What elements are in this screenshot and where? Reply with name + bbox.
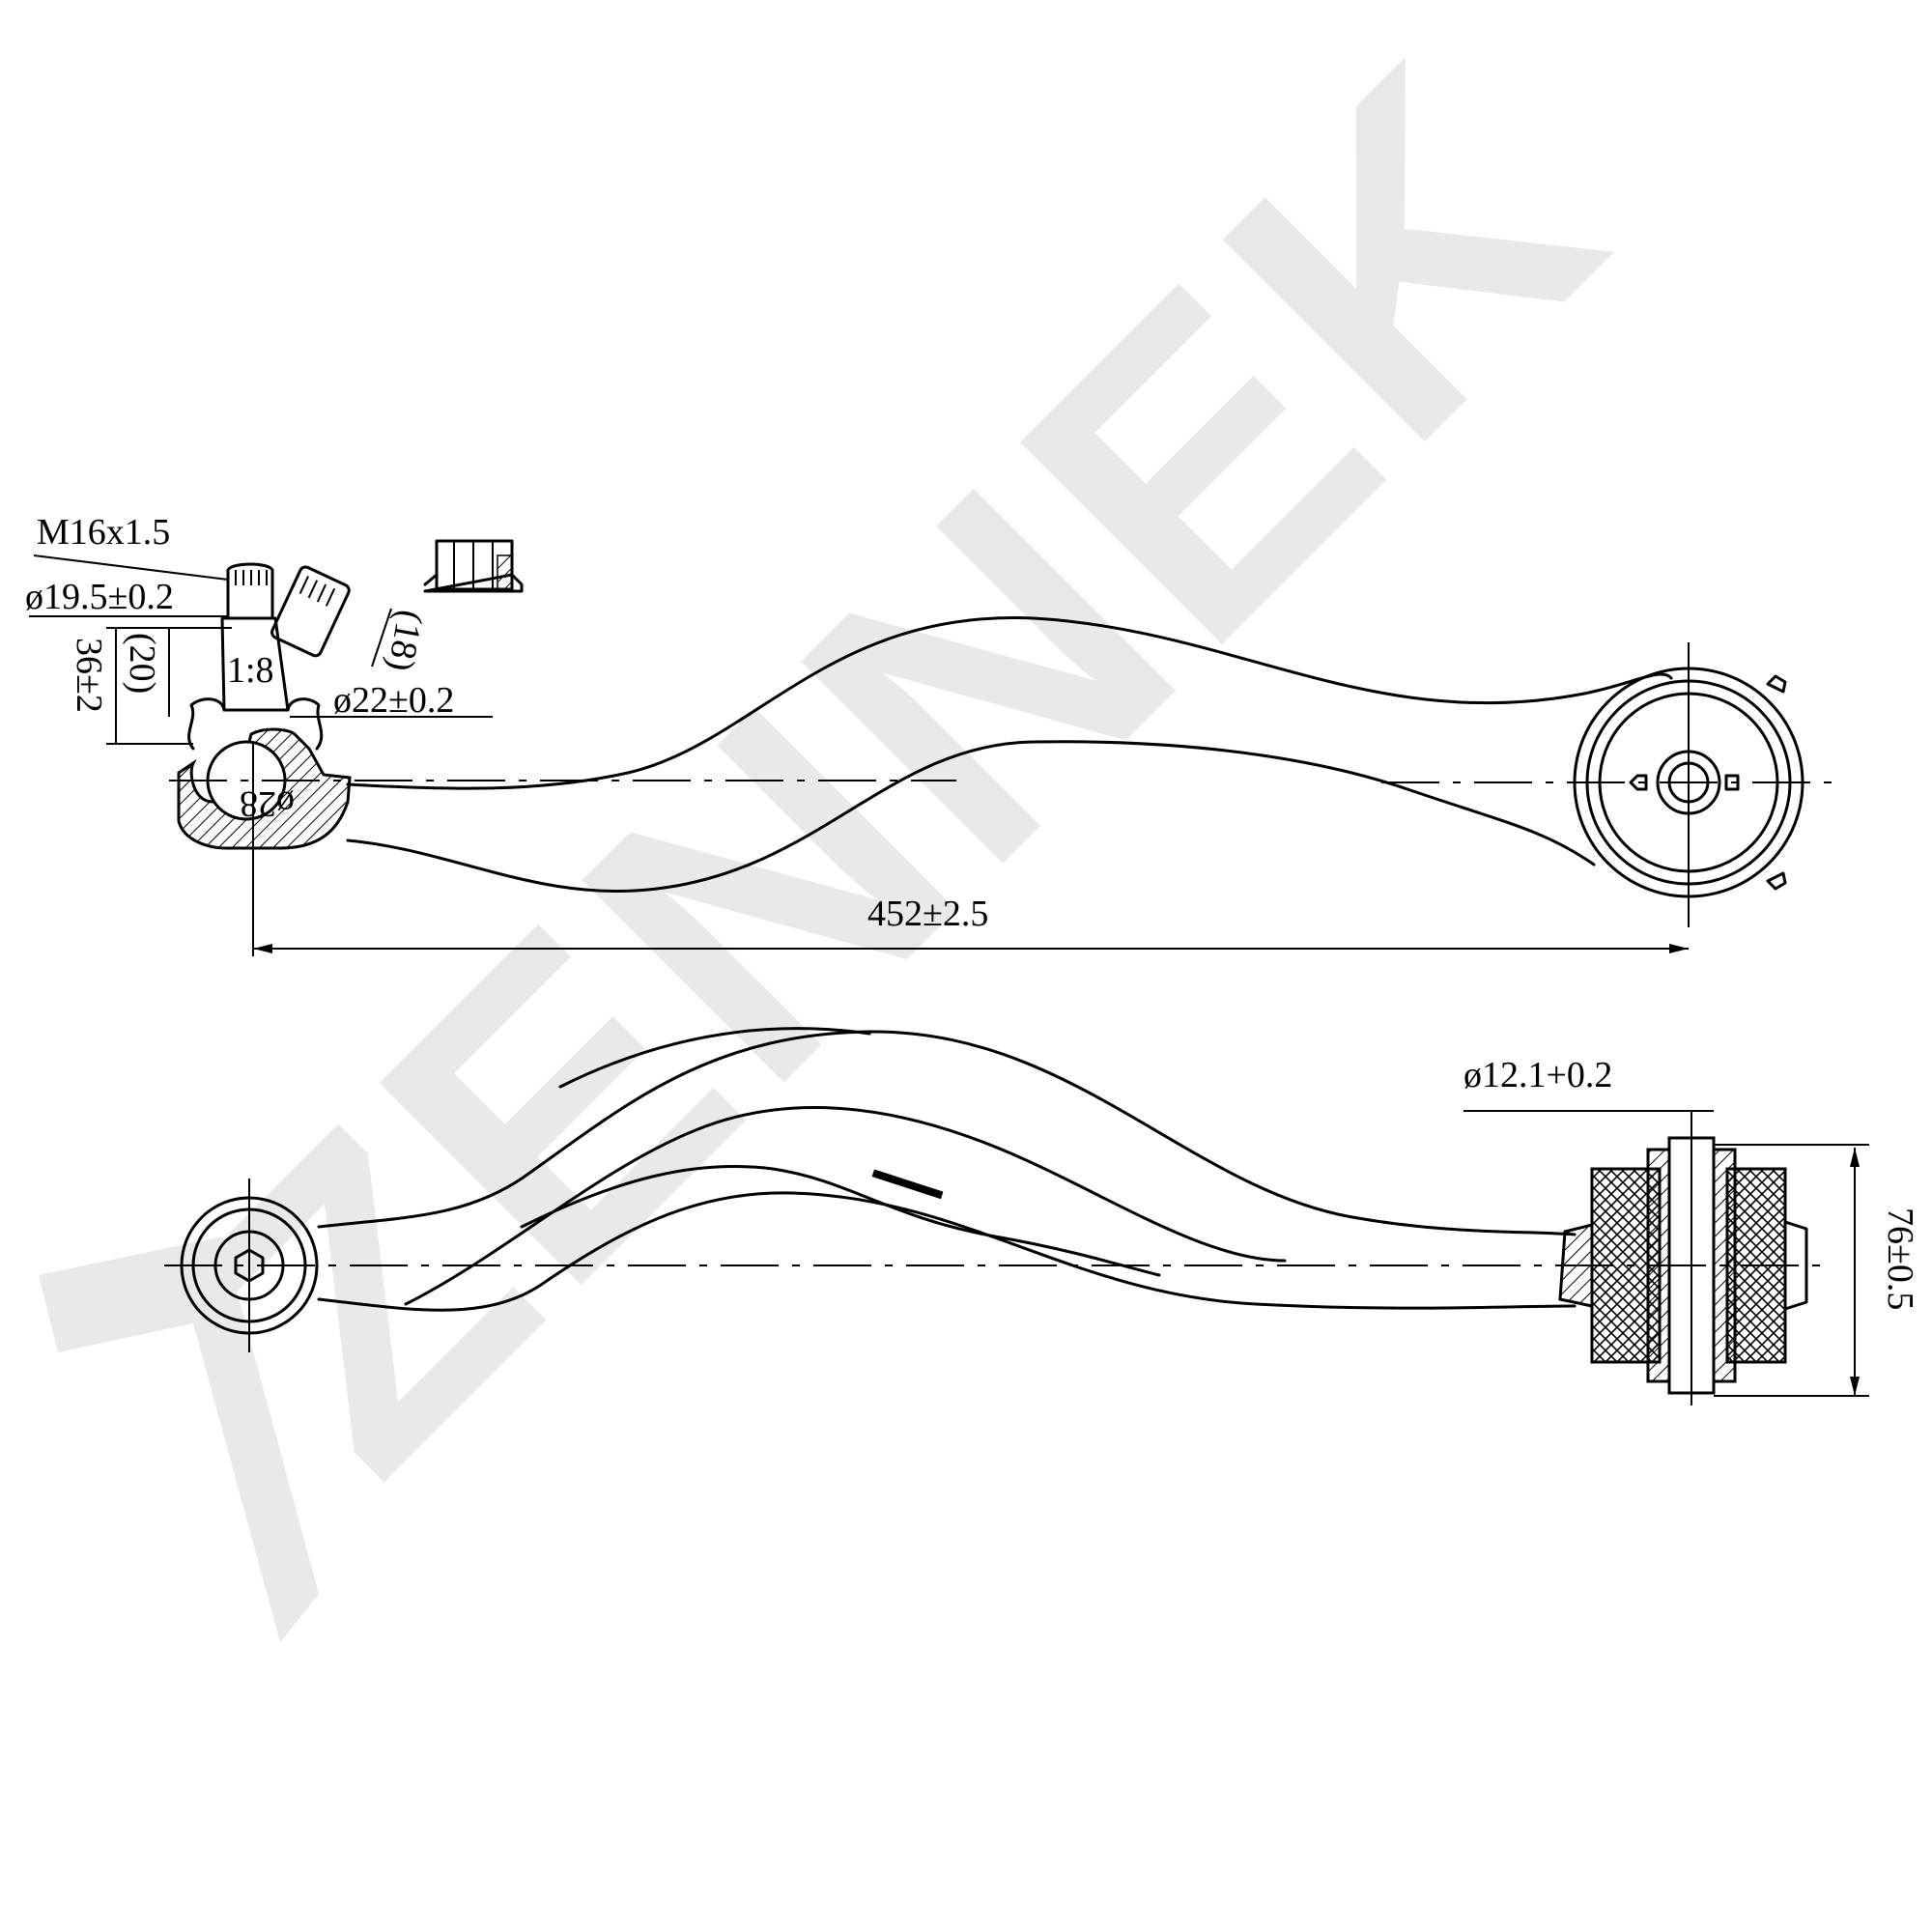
bushing-width-label: 76±0.5: [1880, 1208, 1920, 1310]
thread-leader: [33, 554, 229, 581]
arm-lower-edge: [346, 740, 1596, 894]
bore-dia-label: ø12.1+0.2: [1463, 1055, 1612, 1095]
bottom-view: [164, 1027, 1869, 1406]
stud-thread-lines: [235, 570, 268, 585]
arm-plan-lower: [317, 1191, 1577, 1312]
arm-plan-mid: [520, 1165, 1161, 1277]
taper-ratio-label: 1:8: [227, 650, 274, 691]
nut-size-line: [371, 608, 392, 668]
nut-icon: [423, 539, 524, 593]
bushing-width-arrow-bottom: [1850, 1377, 1860, 1396]
bushing-tab-top: [1766, 674, 1787, 694]
stud-height-label: 36±2: [69, 638, 109, 713]
part-marking: [871, 1169, 944, 1200]
bushing-collar-right: [1783, 1220, 1808, 1311]
taper-dia-label: ø19.5±0.2: [25, 577, 174, 617]
bushing-tab-bottom: [1766, 871, 1787, 891]
ball-dia-label: ø28: [240, 783, 295, 824]
arm-plan-upper: [317, 1030, 1577, 1236]
center-distance-label: 452±2.5: [867, 894, 988, 934]
ball-stud: [220, 616, 290, 712]
nut-tilted: [270, 565, 351, 658]
arm-plan-web: [558, 1027, 871, 1089]
center-distance-arrow-right: [1669, 944, 1689, 953]
arm-upper-edge: [346, 616, 1673, 790]
taper-len-label: (20): [122, 633, 162, 694]
bushing-lug-left: [1629, 774, 1648, 791]
thread-label: M16x1.5: [37, 512, 170, 553]
center-distance-arrow-left: [253, 944, 272, 953]
bushing-width-arrow-top: [1850, 1148, 1860, 1167]
top-view: [29, 539, 1835, 956]
stud-thread: [226, 562, 274, 620]
shank-dia-label: ø22±0.2: [333, 680, 454, 721]
